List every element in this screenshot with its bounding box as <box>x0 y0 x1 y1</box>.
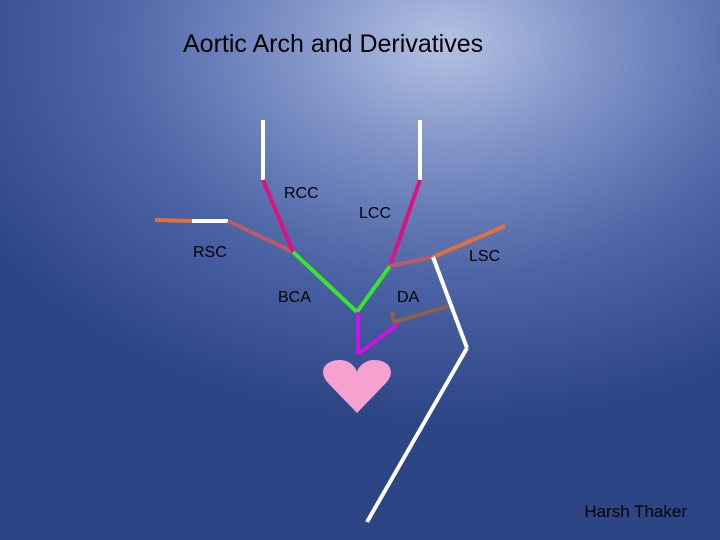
left-subclavian-vessel <box>389 255 434 268</box>
dorsal-aorta-lower <box>365 347 469 523</box>
slide-title: Aortic Arch and Derivatives <box>183 30 484 58</box>
right-common-carotid <box>261 179 295 253</box>
label-da: DA <box>397 289 420 306</box>
label-bca: BCA <box>278 289 311 306</box>
dorsal-aorta-upper <box>431 256 469 349</box>
right-subclavian-vessel <box>227 219 294 254</box>
aortic-arch-left-limb <box>355 264 392 314</box>
pulmonary-trunk <box>356 322 400 356</box>
brachiocephalic-trunk <box>291 250 359 314</box>
left-common-carotid <box>388 179 422 267</box>
label-lcc: LCC <box>359 205 392 222</box>
label-rsc: RSC <box>193 244 227 261</box>
label-lsc: LSC <box>469 248 501 265</box>
ductus-arteriosus <box>390 304 450 325</box>
heart-shape <box>323 360 391 413</box>
author-credit: Harsh Thaker <box>584 502 687 521</box>
left-subclavian-orange-segment <box>432 224 506 259</box>
label-rcc: RCC <box>284 185 319 202</box>
right-subclavian-orange-segment <box>154 218 193 223</box>
